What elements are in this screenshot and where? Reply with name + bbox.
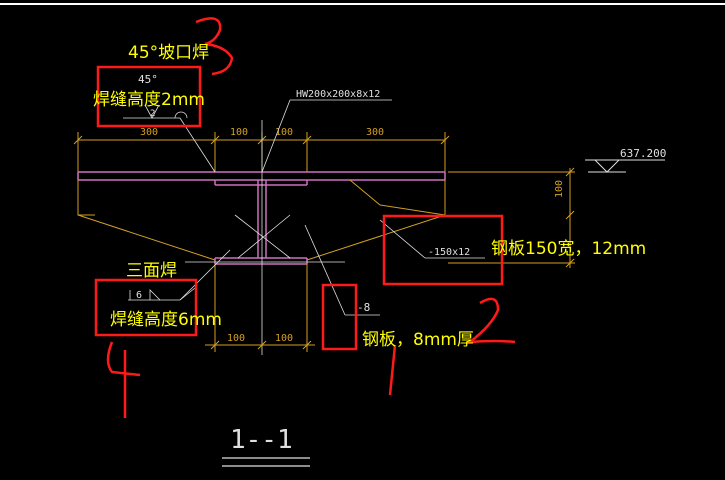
top-dimensions [73,132,450,172]
steel-section [77,171,446,265]
dim-right: 100 [554,180,565,198]
groove-weld-note: 45°坡口焊 [128,43,209,63]
marker-3-stroke [195,17,234,76]
right-dimension [448,167,575,268]
weld-size-top: 2 [150,109,155,119]
plate-150-note: 钢板150宽，12mm [491,239,646,259]
three-side-weld-note: 三面焊 [126,261,177,281]
elevation-label: 637.200 [620,147,666,160]
dim-top-1: 300 [140,127,158,138]
dim-top-3: 100 [275,127,293,138]
marker-1-stroke [388,344,397,396]
plate-label-150: -150x12 [428,247,470,258]
weld-symbol-top [123,104,188,119]
haunch-outline [77,179,446,261]
marker-2-stroke [465,297,516,344]
section-title: 1--1 [230,425,293,455]
weld-angle-label: 45° [138,73,158,86]
section-title-underline [222,457,310,467]
dim-top-4: 300 [366,127,384,138]
weld-symbol-bottom [128,287,196,301]
red-markup [94,17,516,418]
markup-box-plate-150 [382,214,504,286]
marker-4-stroke [106,341,141,418]
centre-lines [185,120,345,355]
weld-height-6-note: 焊缝高度6mm [110,310,222,330]
dim-bottom-2: 100 [275,333,293,344]
weld-size-bottom: 6 [136,290,142,301]
member-label: HW200x200x8x12 [296,89,380,100]
bottom-dimensions [205,264,315,352]
markup-box-plate-8 [321,283,358,351]
markup-box-top-weld [96,65,202,128]
markup-box-bottom-weld [94,278,198,337]
plate-8-note: 钢板，8mm厚 [362,330,474,350]
weld-height-2-note: 焊缝高度2mm [93,90,205,110]
plate-label-8: -8 [357,301,370,314]
dim-top-2: 100 [230,127,248,138]
elevation-marker [585,159,665,173]
dim-bottom-1: 100 [227,333,245,344]
